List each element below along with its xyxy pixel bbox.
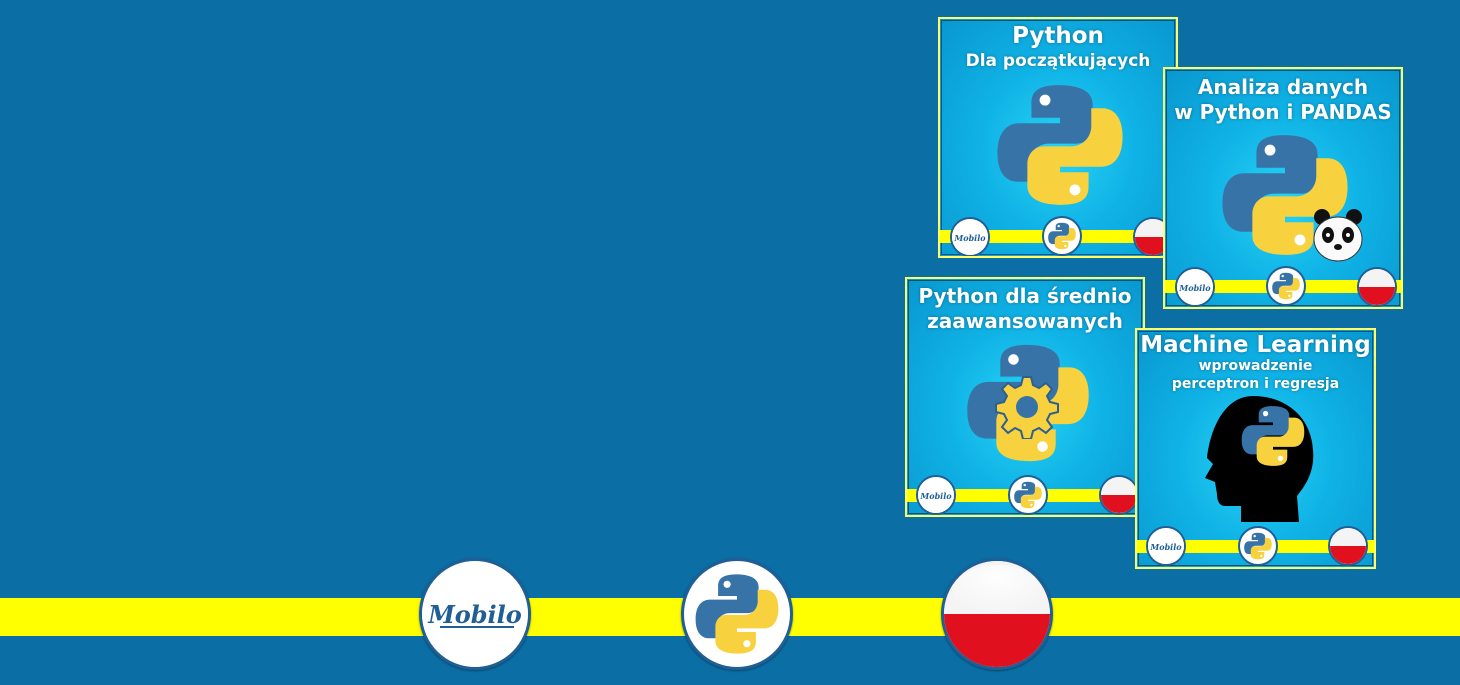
course-subtitle: Dla początkujących (965, 51, 1151, 71)
course-card-python-intermediate[interactable]: Python dla średnio zaawansowanych Mobilo (905, 277, 1145, 517)
python-logo-icon (997, 85, 1123, 205)
mobilo-logo: Mobilo (950, 217, 990, 256)
flag-poland-icon (1328, 526, 1368, 566)
panda-icon (1313, 209, 1363, 262)
python-logo-icon (1238, 526, 1278, 566)
course-card-data-analysis-pandas[interactable]: Analiza danych w Python i PANDAS Mobilo (1163, 67, 1403, 309)
svg-text:Mobilo: Mobilo (953, 233, 986, 243)
python-logo-icon (1042, 216, 1082, 256)
svg-text:Mobilo: Mobilo (1178, 283, 1211, 293)
gear-icon (995, 376, 1059, 439)
flag-poland-icon (1357, 267, 1397, 307)
course-subtitle: wprowadzenie (1198, 358, 1313, 374)
flag-poland-icon (1099, 475, 1139, 515)
course-subtitle: zaawansowanych (927, 309, 1123, 333)
course-card-machine-learning[interactable]: Machine Learning wprowadzenie perceptron… (1135, 328, 1376, 569)
mobilo-logo-text: Mobilo (427, 600, 522, 629)
course-title: Machine Learning (1140, 332, 1371, 358)
mobilo-logo: Mobilo (1146, 526, 1186, 566)
course-title: Analiza danych (1197, 75, 1369, 99)
python-logo-icon (1266, 266, 1306, 306)
course-title: Python dla średnio (918, 284, 1132, 308)
mobilo-logo: Mobilo (916, 475, 956, 515)
python-logo-icon (1008, 475, 1048, 515)
course-subtitle: w Python i PANDAS (1174, 100, 1392, 124)
course-subtitle-2: perceptron i regresja (1171, 376, 1340, 392)
svg-text:Mobilo: Mobilo (919, 491, 952, 501)
course-title: Python (1012, 23, 1104, 49)
svg-text:Mobilo: Mobilo (1149, 542, 1182, 552)
course-card-python-beginners[interactable]: Python Dla początkujących Mobilo (938, 17, 1178, 258)
flag-poland-icon (941, 558, 1053, 670)
mobilo-logo: Mobilo (419, 558, 531, 670)
python-logo-icon (681, 558, 793, 670)
mobilo-logo: Mobilo (1175, 267, 1215, 307)
python-logo-icon (1241, 406, 1305, 466)
